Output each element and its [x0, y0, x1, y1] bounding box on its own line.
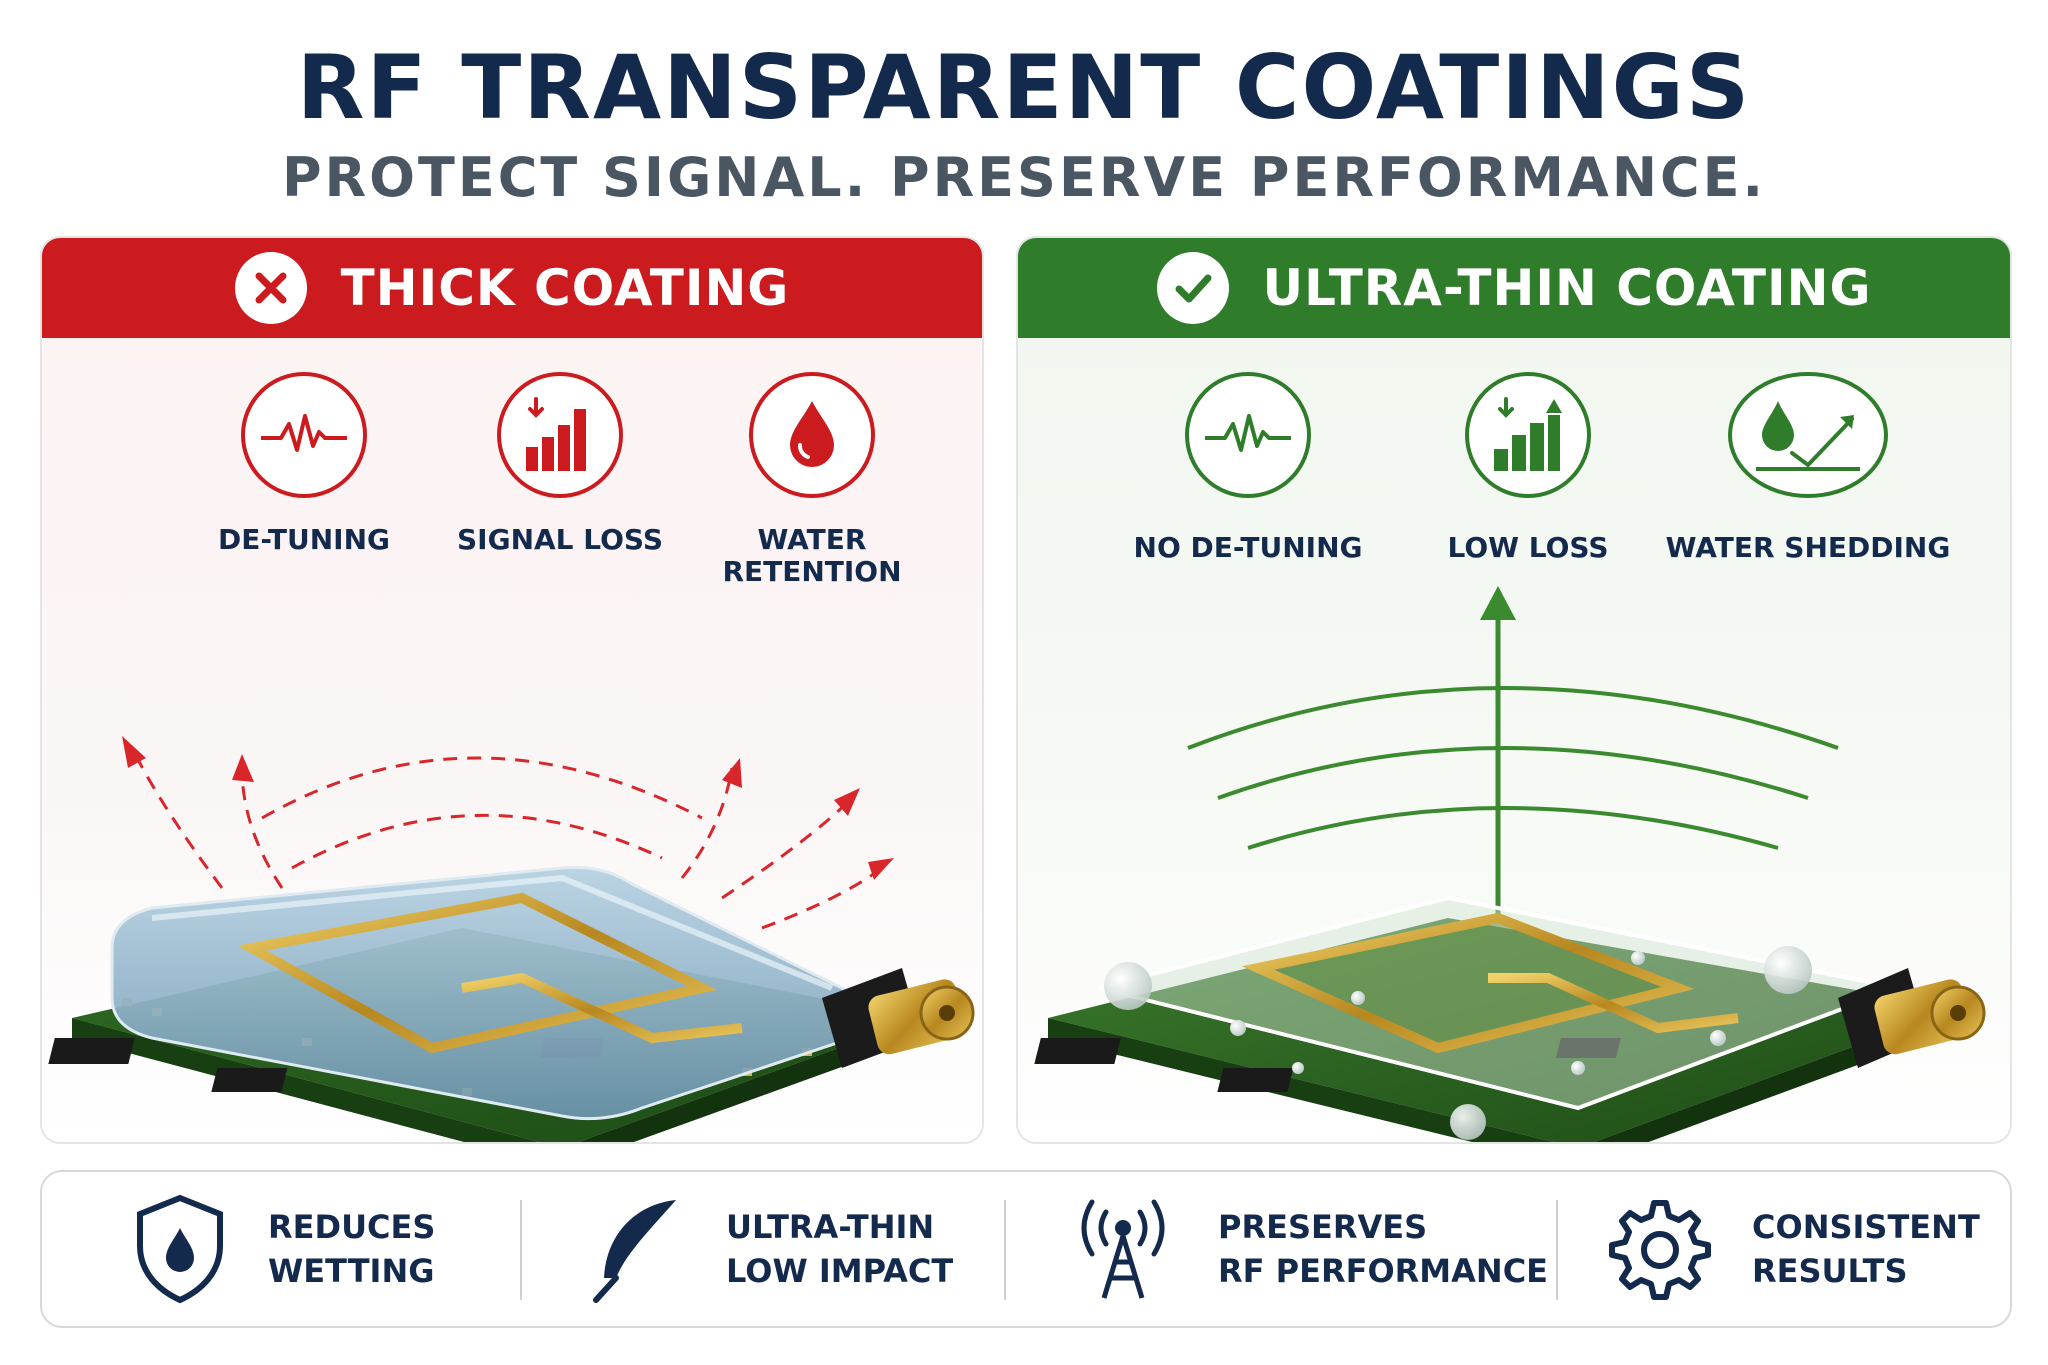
water-drop-icon: [749, 372, 875, 498]
divider: [1556, 1200, 1558, 1300]
thin-coated-pcb-illustration: [1034, 586, 1986, 1142]
feature-water-retention: WATER RETENTION: [682, 372, 942, 588]
gear-icon: [1609, 1200, 1711, 1300]
feature-label: SIGNAL LOSS: [457, 523, 663, 556]
low-loss-icon: [1465, 372, 1591, 498]
feather-icon: [593, 1200, 676, 1303]
feature-no-de-tuning: NO DE-TUNING: [1098, 372, 1398, 564]
feature-label: DE-TUNING: [218, 523, 390, 556]
divider: [520, 1200, 522, 1300]
feature-low-loss: LOW LOSS: [1378, 372, 1678, 564]
feature-label: NO DE-TUNING: [1133, 531, 1363, 564]
signal-loss-icon: [497, 372, 623, 498]
x-circle-icon: [234, 252, 307, 324]
divider: [1004, 1200, 1006, 1300]
waveform-icon: [241, 372, 367, 498]
thick-coating-panel: THICK COATING DE-TUNING SIGNAL LOSS WATE…: [40, 236, 984, 1144]
feature-label: WATER SHEDDING: [1665, 531, 1951, 564]
ultra-thin-coating-panel: ULTRA-THIN COATING NO DE-TUNING LOW LOSS: [1016, 236, 2012, 1144]
thick-coating-title: THICK COATING: [340, 259, 790, 317]
antenna-tower-icon: [1081, 1199, 1165, 1299]
ultra-thin-coating-header: ULTRA-THIN COATING: [1018, 238, 2010, 338]
feature-water-shedding: WATER SHEDDING: [1638, 372, 1978, 564]
page-subtitle: PROTECT SIGNAL. PRESERVE PERFORMANCE.: [281, 146, 1767, 209]
thick-coating-header: THICK COATING: [42, 238, 982, 338]
waveform-icon: [1185, 372, 1311, 498]
feature-label: LOW LOSS: [1447, 531, 1609, 564]
shield-drop-icon: [137, 1194, 223, 1304]
feature-de-tuning: DE-TUNING: [174, 372, 434, 556]
feature-signal-loss: SIGNAL LOSS: [430, 372, 690, 556]
ultra-thin-coating-title: ULTRA-THIN COATING: [1262, 259, 1872, 317]
page-title: RF TRANSPARENT COATINGS: [296, 36, 1752, 139]
feature-label: WATER RETENTION: [722, 523, 902, 588]
thick-coated-pcb-illustration: [48, 736, 975, 1142]
water-shedding-icon: [1728, 372, 1888, 498]
check-circle-icon: [1156, 252, 1229, 324]
